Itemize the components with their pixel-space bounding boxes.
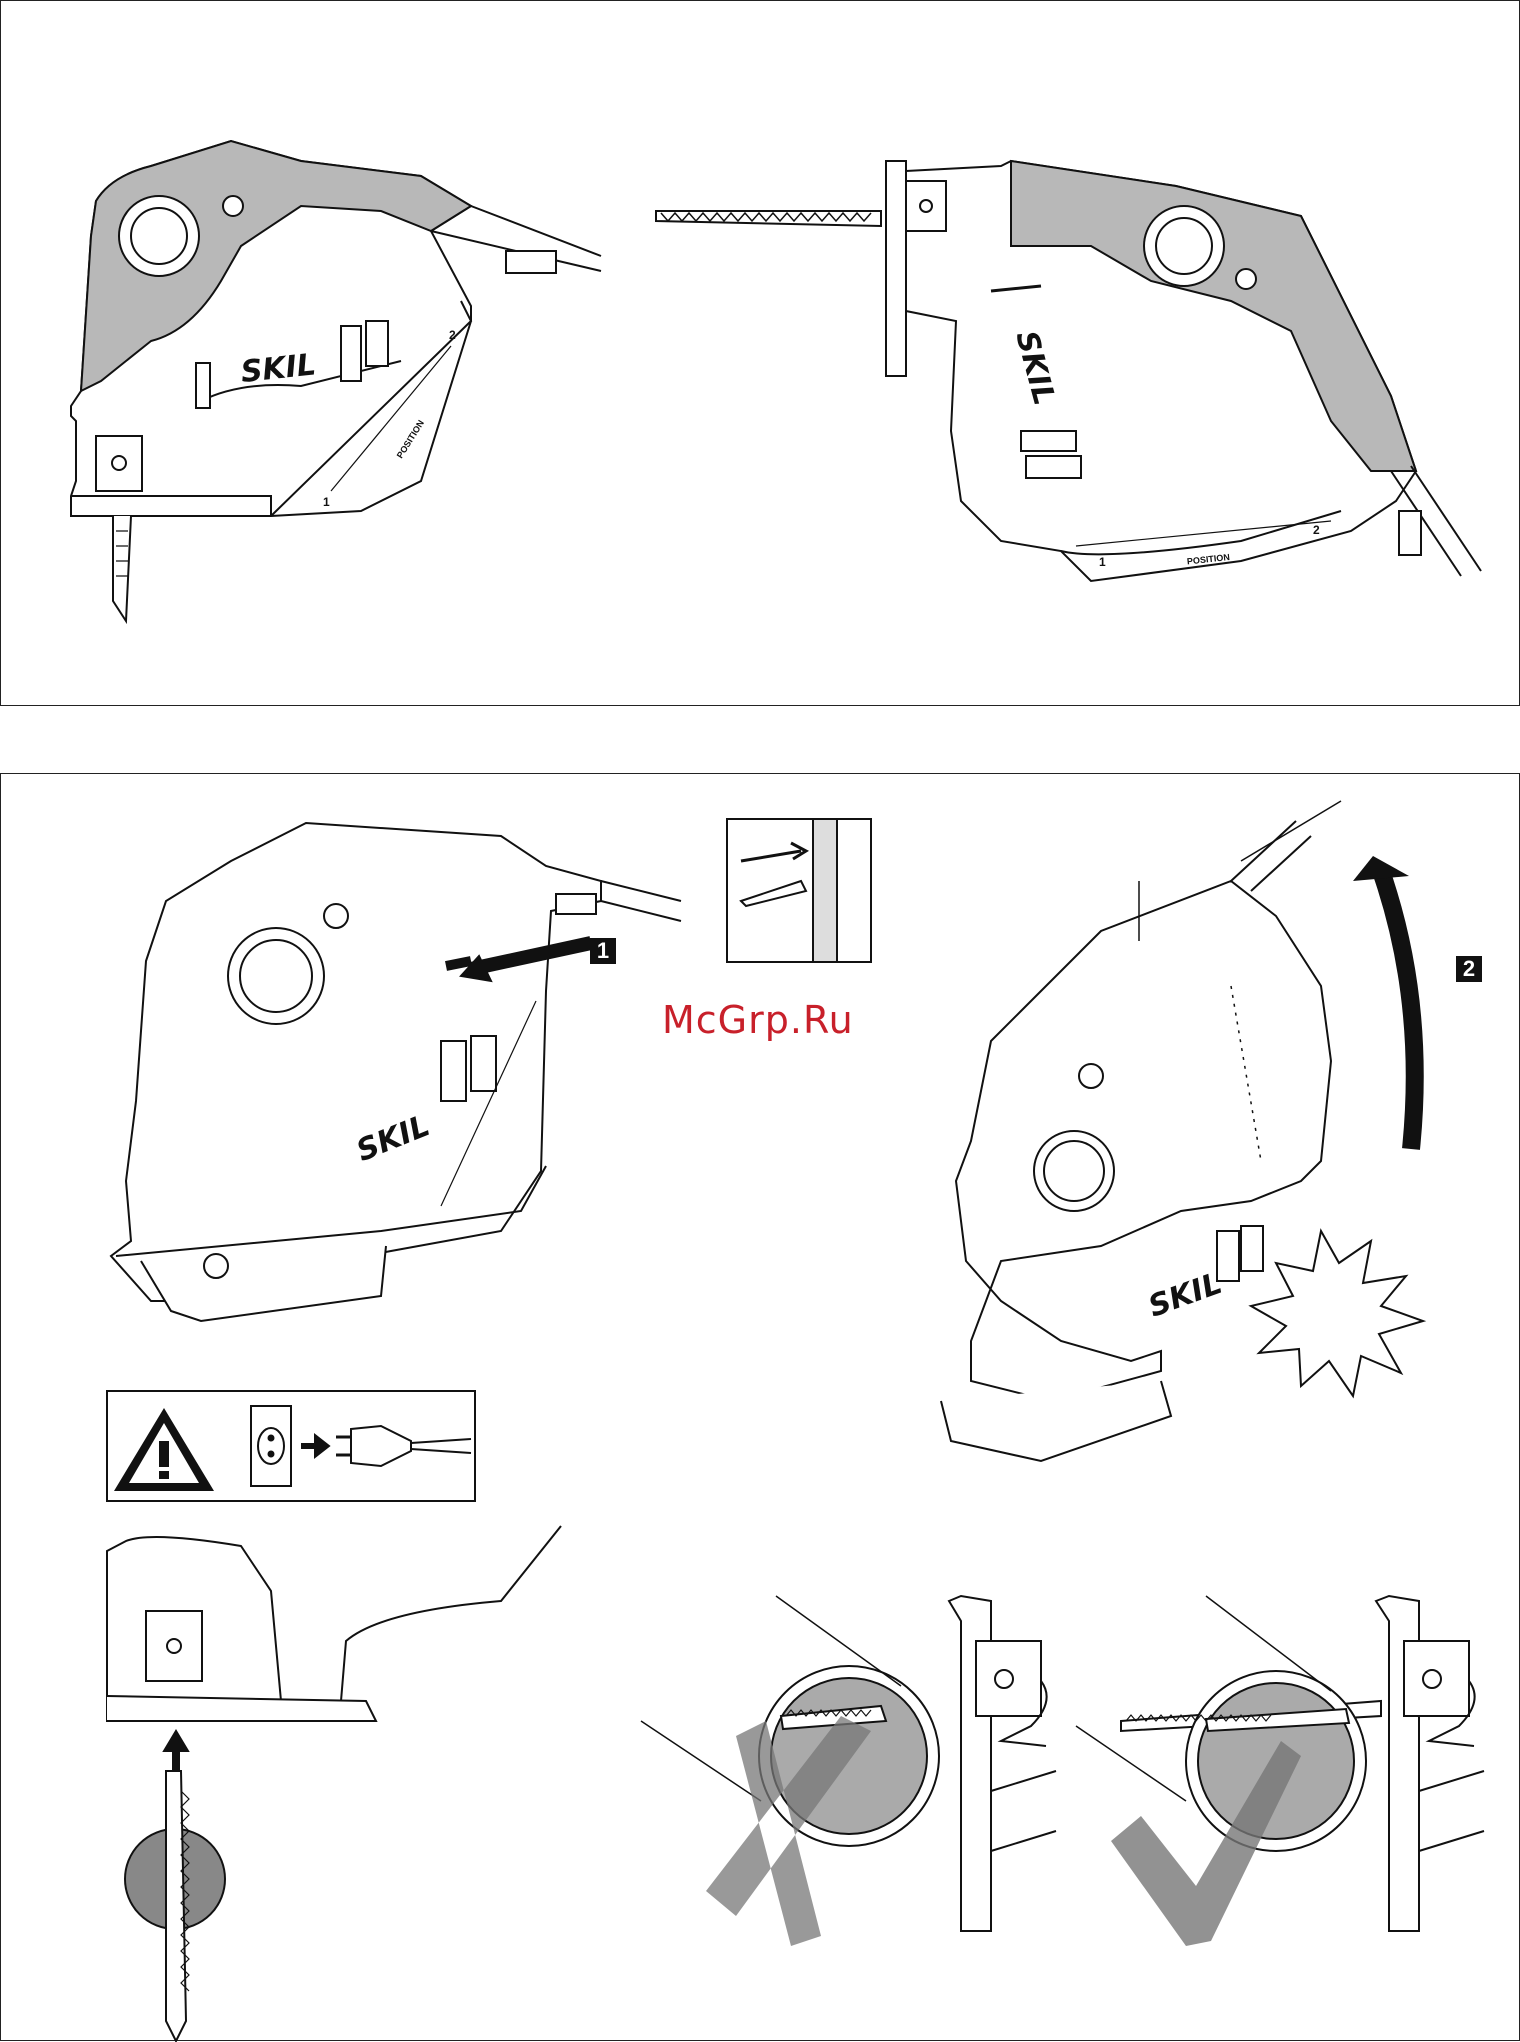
blade-movement-inset [727,819,871,962]
step-1-badge: 1 [590,938,616,964]
incorrect-mounting-detail [641,1596,1056,1931]
step-2-badge: 2 [1456,956,1482,982]
reciprocating-side-view [656,161,1481,581]
jigsaw-tilted-view [941,801,1341,1461]
blade-insertion-detail [107,1526,561,2041]
tool-illustrations-bottom: SKIL SKIL [1,774,1520,2042]
position-1-label-right: 1 [1099,555,1106,569]
brand-logo-step2: SKIL [1144,1266,1227,1325]
tool-illustrations-top: SKIL POSITION 1 2 SKIL POSITION 1 2 [1,1,1520,707]
jigsaw-side-view [71,141,601,621]
figure-panel-top: SKIL POSITION 1 2 SKIL POSITION 1 2 [0,0,1520,706]
tilt-arrow-icon [1381,871,1415,1149]
watermark-text: McGrp.Ru [662,998,854,1042]
figure-panel-bottom: SKIL SKIL [0,773,1520,2041]
position-2-label-right: 2 [1313,523,1320,537]
tilt-arrow-head-icon [1353,856,1409,881]
impact-star-icon [1251,1231,1423,1396]
position-2-label: 2 [449,328,456,342]
jigsaw-three-quarter-view [111,823,681,1321]
unplug-warning-box [107,1391,475,1501]
position-1-label: 1 [323,495,330,509]
